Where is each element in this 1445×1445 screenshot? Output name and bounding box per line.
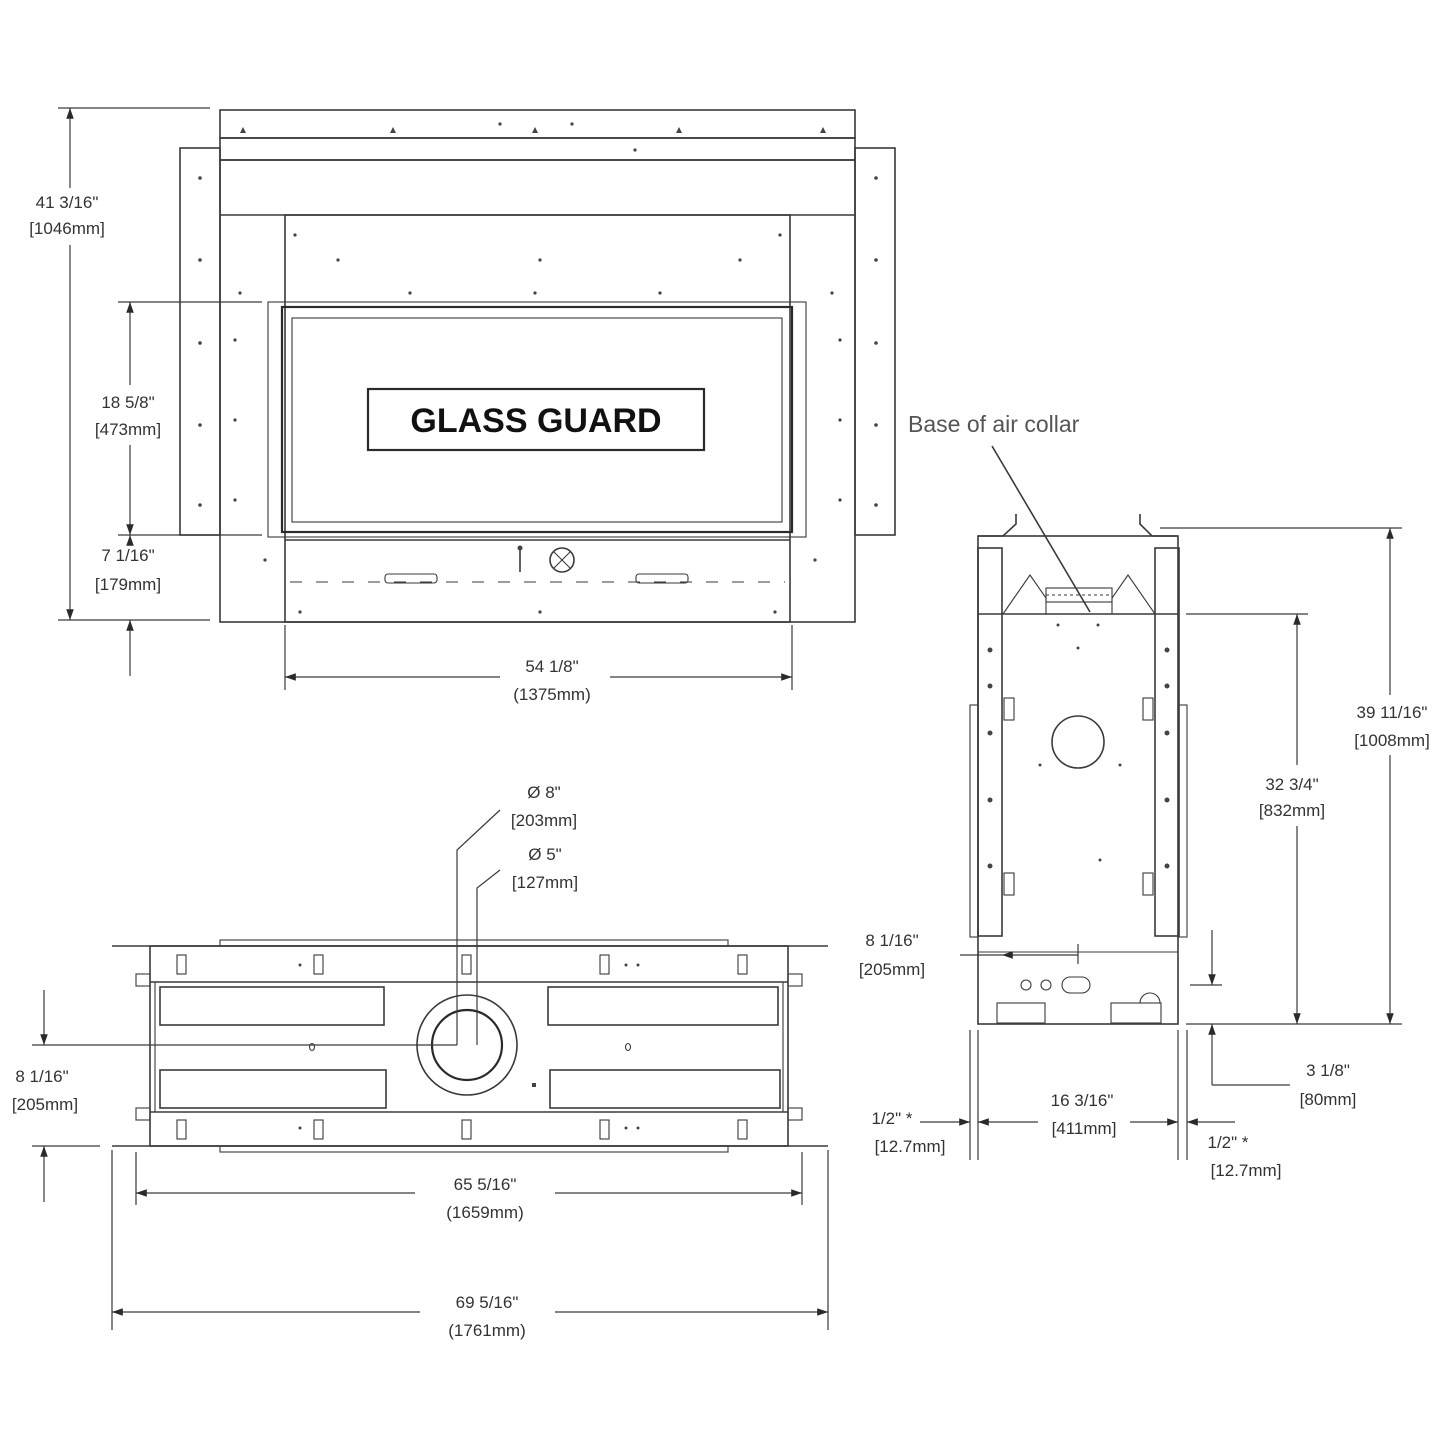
right-flange <box>854 147 896 536</box>
right-clearance-inch: 1/2" * <box>1207 1133 1248 1152</box>
right-clearance-mm: [12.7mm] <box>1211 1161 1282 1180</box>
inner-diameter-mm: [127mm] <box>512 873 578 892</box>
right-handle <box>635 573 689 584</box>
outer-diameter-mm: [203mm] <box>511 811 577 830</box>
left-handle <box>384 573 438 584</box>
glass-outer-frame <box>267 301 807 538</box>
glass-inner-frame <box>291 317 783 523</box>
body-width-inch: 65 5/16" <box>454 1175 517 1194</box>
left-clearance-mm: [12.7mm] <box>875 1137 946 1156</box>
overall-width-inch: 69 5/16" <box>456 1293 519 1312</box>
glass-height-mm: [473mm] <box>95 420 161 439</box>
side-depth-mm: [205mm] <box>859 960 925 979</box>
glass-guard-label-box <box>366 387 706 452</box>
total-height-mm: [1046mm] <box>29 219 105 238</box>
bottom-height-mm: [179mm] <box>95 575 161 594</box>
top-depth-inch: 8 1/16" <box>15 1067 68 1086</box>
collar-height-mm: [832mm] <box>1259 801 1325 820</box>
opening-width-mm: (1375mm) <box>513 685 590 704</box>
outer-diameter-inch: Ø 8" <box>527 783 560 802</box>
bottom-offset-mm: [80mm] <box>1300 1090 1357 1109</box>
glass-frame <box>280 305 794 534</box>
overall-width-mm: (1761mm) <box>448 1321 525 1340</box>
glass-guard-label: GLASS GUARD <box>410 402 661 440</box>
side-vent-opening <box>1051 715 1105 769</box>
air-collar-note: Base of air collar <box>908 411 1080 437</box>
bottom-offset-inch: 3 1/8" <box>1306 1061 1350 1080</box>
side-view: Base of air collar <box>859 411 1430 1180</box>
top-rail-lower <box>219 137 856 161</box>
top-depth-mm: [205mm] <box>12 1095 78 1114</box>
opening-width-inch: 54 1/8" <box>525 657 578 676</box>
left-clearance-inch: 1/2" * <box>871 1109 912 1128</box>
bottom-height-inch: 7 1/16" <box>101 546 154 565</box>
glass-height-inch: 18 5/8" <box>101 393 154 412</box>
right-rail <box>1154 547 1180 937</box>
inner-width-inch: 16 3/16" <box>1051 1091 1114 1110</box>
top-view: Ø 8" [203mm] Ø 5" [127mm] 8 1/16" [205mm… <box>12 783 829 1340</box>
inner-diameter-inch: Ø 5" <box>528 845 561 864</box>
left-rail <box>977 547 1003 937</box>
side-total-height-inch: 39 11/16" <box>1357 703 1428 722</box>
igniter-switch <box>517 545 523 572</box>
top-rail <box>219 109 856 139</box>
front-view: GLASS GUARD <box>29 107 896 704</box>
side-depth-inch: 8 1/16" <box>865 931 918 950</box>
inner-panel <box>284 214 791 623</box>
total-height-inch: 41 3/16" <box>36 193 99 212</box>
control-knob <box>549 547 575 573</box>
body-width-mm: (1659mm) <box>446 1203 523 1222</box>
side-total-height-mm: [1008mm] <box>1354 731 1430 750</box>
collar-height-inch: 32 3/4" <box>1265 775 1318 794</box>
top-body <box>149 945 789 1147</box>
inner-width-mm: [411mm] <box>1052 1119 1117 1138</box>
